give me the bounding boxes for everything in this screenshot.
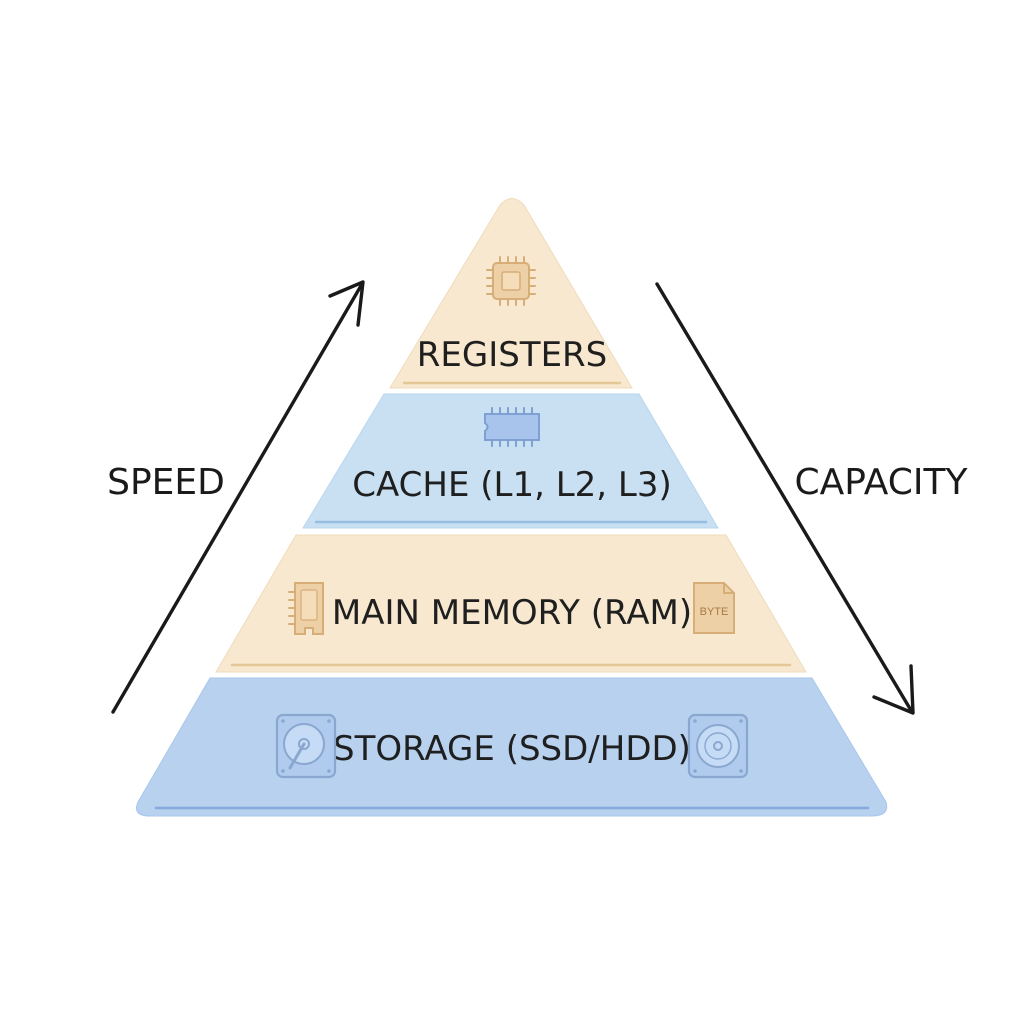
tier-storage: STORAGE (SSD/HDD)	[136, 677, 888, 817]
capacity-arrow-head	[872, 664, 915, 715]
capacity-arrow	[655, 282, 915, 715]
disk-icon	[687, 713, 749, 779]
tier-main-memory-shape	[215, 534, 807, 673]
capacity-label: CAPACITY	[795, 462, 969, 503]
speed-label: SPEED	[107, 462, 225, 503]
tier-registers-label: REGISTERS	[417, 335, 608, 375]
hard-drive-icon	[275, 713, 337, 779]
capacity-arrow-line	[655, 282, 914, 714]
pyramid: REGISTERS CACHE (L1, L2, L3) MAIN MEMORY…	[136, 198, 888, 817]
tier-cache-shape	[302, 393, 719, 529]
cpu-chip-icon	[486, 256, 536, 306]
speed-arrow-head	[328, 280, 365, 327]
tier-main-memory-label: MAIN MEMORY (RAM)	[332, 593, 692, 633]
speed-arrow	[111, 280, 365, 714]
ram-module-icon	[288, 582, 324, 635]
byte-file-icon-text: BYTE	[700, 606, 729, 618]
tier-storage-shape	[136, 677, 888, 817]
byte-file-icon: BYTE	[693, 582, 735, 634]
tier-cache: CACHE (L1, L2, L3)	[302, 393, 719, 529]
speed-arrow-line	[111, 282, 364, 714]
memory-chip-icon	[484, 407, 540, 447]
tier-main-memory: MAIN MEMORY (RAM)	[215, 534, 807, 673]
tier-storage-label: STORAGE (SSD/HDD)	[333, 729, 691, 769]
tier-cache-label: CACHE (L1, L2, L3)	[352, 465, 671, 505]
